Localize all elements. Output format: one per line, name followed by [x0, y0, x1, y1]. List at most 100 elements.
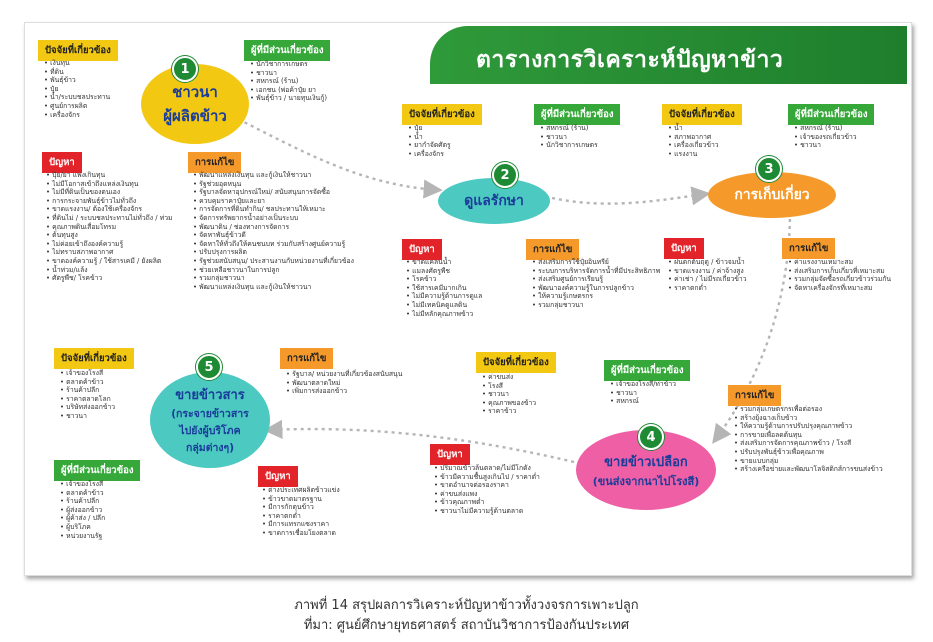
list-item: ชาวนาไม่มีความรู้ด้านตลาด — [434, 507, 540, 516]
list-item: มีการแทรกแซงราคา — [262, 520, 340, 529]
list-item: ค่าแรงงานเหมาะสม — [788, 258, 891, 267]
list-item: เพิ่มการส่งออกข้าว — [286, 387, 402, 396]
stage-1-name-2: ผู้ผลิตข้าว — [163, 107, 227, 125]
stage-2-factors-list: ปุ๋ย น้ำ ยากำจัดศัตรู เครื่องจักร — [408, 124, 451, 158]
list-item: ที่ดิน — [44, 68, 110, 77]
list-item: การขายเพื่อลดต้นทุน — [734, 431, 883, 440]
list-item: สหกรณ์ (ร้าน) — [250, 77, 327, 86]
stage-5-solutions-label: การแก้ไข — [280, 348, 334, 369]
stage-4-node: ขายข้าวเปลือก (ขนส่งจากนาไปโรงสี) — [576, 430, 716, 510]
list-item: ปรับปรุงพันธุ์ข้าวเพื่อคุณภาพ — [734, 448, 883, 457]
list-item: เครื่องจักร — [44, 111, 110, 120]
stage-3-stakeholders-label: ผู้ที่มีส่วนเกี่ยวข้อง — [788, 104, 875, 125]
stage-3-problems-label: ปัญหา — [664, 238, 704, 259]
stage-3-solutions-label: การแก้ไข — [782, 238, 836, 259]
list-item: รัฐบาล/ หน่วยงานที่เกี่ยวข้องสนับสนุน — [286, 370, 402, 379]
list-item: รัฐบาลจัดหาอุปกรณ์ใหม่/ สนับสนุนการจัดซื… — [193, 188, 354, 197]
list-item: ปริมาณข้าวล้นตลาด/ไม่มีโกดัง — [434, 464, 540, 473]
stage-2-problems-list: ขาดแคลนน้ำ แมลงศัตรูพืช โรคข้าว ใช้สารเค… — [406, 258, 482, 318]
list-item: หน่วยงานรัฐ — [60, 532, 105, 541]
stage-5-name-4: กลุ่มต่างๆ) — [186, 442, 234, 454]
list-item: จัดการทรัพยากรน้ำอย่างเป็นระบบ — [193, 214, 354, 223]
list-item: รวมกลุ่มจัดซื้อรถเกี่ยวข้าวร่วมกัน — [788, 275, 891, 284]
title-banner — [430, 26, 907, 84]
list-item: รวมกลุ่มชาวนา — [193, 274, 354, 283]
stage-4-factors-list: ค่าขนส่ง โรงสี ชาวนา คุณภาพของข้าว ราคาข… — [482, 373, 536, 416]
list-item: ขาดแคลนน้ำ — [406, 258, 482, 267]
stage-2-factors-label: ปัจจัยที่เกี่ยวข้อง — [402, 104, 482, 125]
list-item: ส่งเสริมการเก็บเกี่ยวที่เหมาะสม — [788, 267, 891, 276]
list-item: ราคาตลาดโลก — [60, 395, 115, 404]
list-item: รัฐช่วยอุดหนุน — [193, 180, 354, 189]
list-item: ศัตรูพืช/ โรคข้าว — [46, 274, 173, 283]
list-item: ราคาข้าว — [482, 407, 536, 416]
list-item: สภาพอากาศ — [668, 133, 719, 142]
list-item: โรคข้าว — [406, 275, 482, 284]
list-item: ให้ความรู้ด้านการปรับปรุงคุณภาพข้าว — [734, 422, 883, 431]
stage-5-name-2: (กระจายข้าวสาร — [171, 408, 249, 420]
arrow-3-to-4 — [712, 211, 792, 444]
list-item: ต่างประเทศผลิตข้าวแข่ง — [262, 486, 339, 495]
stage-5-stakeholders-list: เจ้าของโรงสี ตลาดค้าข้าว ร้านค้าปลีก ผู้… — [60, 480, 105, 540]
list-item: ข้าวขาดมาตรฐาน — [262, 495, 340, 504]
list-item: รวมกลุ่มชาวนา — [532, 301, 660, 310]
list-item: ขาดการเชื่อมโยงตลาด — [262, 529, 340, 538]
stage-1-problems-label: ปัญหา — [42, 152, 82, 173]
list-item: รัฐช่วยสนับสนุน/ ประสานงานกับหน่วยงานที่… — [193, 257, 354, 266]
stage-5-solutions-list: รัฐบาล/ หน่วยงานที่เกี่ยวข้องสนับสนุน พั… — [286, 370, 402, 396]
stage-2-node: ดูแลรักษา — [438, 178, 550, 224]
stage-5-factors-list: เจ้าของโรงสี ตลาดค้าข้าว ร้านค้าปลีก ราค… — [60, 369, 115, 421]
list-item: เงินทุน — [44, 59, 110, 68]
list-item: แมลงศัตรูพืช — [406, 267, 482, 276]
list-item: ไม่ทราบสภาพอากาศ — [46, 248, 173, 257]
list-item: ที่ดินไม่ / ระบบชลประทานไม่ทั่วถึง / ท่ว… — [46, 214, 172, 223]
stage-1-solutions-label: การแก้ไข — [188, 152, 242, 173]
stage-1-node: ชาวนา ผู้ผลิตข้าว — [141, 64, 249, 144]
stage-4-stakeholders-list: เจ้าของโรงสี/ท่าข้าว ชาวนา สหกรณ์ — [610, 380, 676, 406]
list-item: น้ำ — [668, 124, 719, 133]
stage-4-problems-label: ปัญหา — [430, 444, 470, 465]
list-item: ส่งเสริมศูนย์การเรียนรู้ — [532, 275, 660, 284]
list-item: ให้ความรู้เกษตรกร — [532, 292, 660, 301]
list-item: ร้านค้าปลีก — [60, 386, 115, 395]
stage-2-stakeholders-label: ผู้ที่มีส่วนเกี่ยวข้อง — [534, 104, 621, 125]
stage-3-solutions-list: ค่าแรงงานเหมาะสม ส่งเสริมการเก็บเกี่ยวที… — [788, 258, 891, 292]
stage-5-stakeholders-label: ผู้ที่มีส่วนเกี่ยวข้อง — [54, 460, 141, 481]
stage-5-number: 5 — [196, 354, 222, 380]
stage-1-solutions-list: พัฒนาแหล่งเงินทุน และกู้เงินให้ชาวนา รัฐ… — [193, 171, 354, 291]
stage-1-name: ชาวนา — [172, 83, 218, 101]
list-item: ไม่มีที่ดินเป็นของตนเอง — [46, 188, 173, 197]
list-item: ชาวนา — [60, 412, 115, 421]
list-item: ค่าเช่า / ไม่มีรถเกี่ยวข้าว — [668, 275, 746, 284]
stage-3-node: การเก็บเกี่ยว — [708, 172, 836, 218]
list-item: ปุ๋ย — [408, 124, 451, 133]
stage-4-name: ขายข้าวเปลือก — [604, 454, 688, 470]
list-item: เจ้าของโรงสี — [60, 369, 115, 378]
stage-1-problems-list: ปุ๋ย/ยา แพงเกินทุน ไม่มีโอกาสเข้าถึงแหล่… — [46, 171, 173, 283]
list-item: ต้นทุนสูง — [46, 231, 173, 240]
list-item: ตลาดค้าข้าว — [60, 378, 115, 387]
page-title: ตารางการวิเคราะห์ปัญหาข้าว — [476, 47, 784, 73]
list-item: ค่าขนส่งแพง — [434, 490, 540, 499]
list-item: ร้านค้าปลีก — [60, 497, 105, 506]
list-item: สร้างเครือข่ายและพัฒนาโลจิสติกส์การขนส่ง… — [734, 465, 883, 474]
stage-4-name-2: (ขนส่งจากนาไปโรงสี) — [592, 474, 700, 488]
list-item: จัดหาให้ทั่วถึงให้คนชนบท ร่วมกับสร้างศูน… — [193, 240, 354, 249]
list-item: ยากำจัดศัตรู — [408, 141, 451, 150]
list-item: น้ำท่วม/แล้ง — [46, 266, 173, 275]
list-item: พัฒนาแหล่งเงินทุน และกู้เงินให้ชาวนา — [193, 283, 354, 292]
list-item: สหกรณ์ — [610, 397, 676, 406]
list-item: ช่วยเหลือชาวนาในการปลูก — [193, 266, 354, 275]
stage-1-stakeholders-label: ผู้ที่มีส่วนเกี่ยวข้อง — [244, 40, 331, 61]
list-item: ปุ๋ย — [44, 85, 110, 94]
stage-2-problems-label: ปัญหา — [402, 239, 442, 260]
list-item: ไม่ค่อยเข้าถึงองค์ความรู้ — [46, 240, 173, 249]
list-item: ชาวนา — [610, 389, 676, 398]
figure-caption: ภาพที่ 14 สรุปผลการวิเคราะห์ปัญหาข้าวทั้… — [294, 598, 639, 613]
list-item: ส่งเสริมการจัดการคุณภาพข้าว / โรงสี — [734, 439, 883, 448]
list-item: ปุ๋ย/ยา แพงเกินทุน — [46, 171, 173, 180]
stage-4-factors-label: ปัจจัยที่เกี่ยวข้อง — [476, 352, 556, 373]
list-item: ชาวนา — [250, 69, 327, 78]
list-item: ผู้บริโภค — [60, 523, 105, 532]
list-item: ราคาตกต่ำ — [668, 284, 747, 293]
